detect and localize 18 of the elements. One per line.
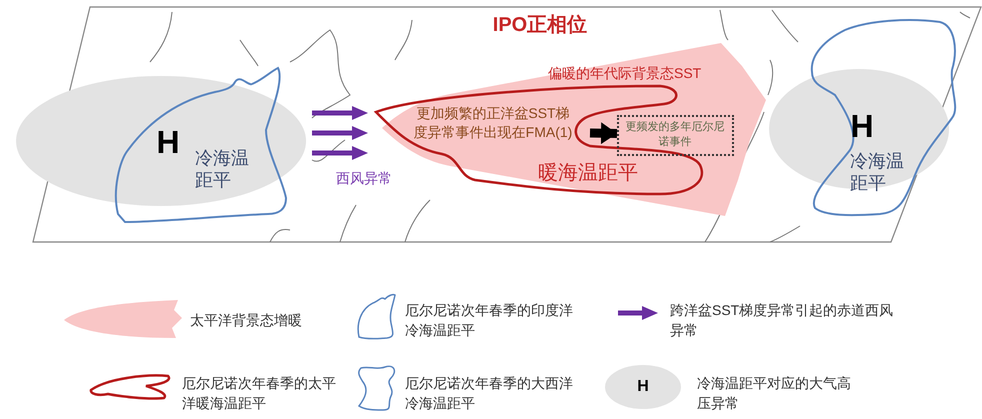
legend-text: 厄尔尼诺次年春季的印度洋冷海温距平	[405, 301, 574, 340]
event-description: 更加频繁的正洋盆SST梯度异常事件出现在FMA(1)	[412, 104, 574, 142]
anomaly-label: 冷海温距平	[850, 150, 905, 194]
high-pressure-letter: H	[849, 107, 875, 146]
anomaly-label: 冷海温距平	[195, 147, 250, 191]
anomaly-label: 暖海温距平	[538, 161, 639, 186]
high-pressure-letter: H	[155, 123, 181, 162]
legend-text: 厄尔尼诺次年春季的太平洋暖海温距平	[182, 374, 337, 413]
diagram-title: IPO正相位	[492, 13, 588, 38]
legend-text: 冷海温距平对应的大气高压异常	[697, 374, 852, 413]
dashed-text-box	[617, 115, 734, 156]
legend-text: 厄尔尼诺次年春季的大西洋冷海温距平	[405, 374, 574, 413]
legend-text: 跨洋盆SST梯度异常引起的赤道西风异常	[670, 301, 894, 340]
wind-label: 西风异常	[336, 169, 393, 188]
area-label: 偏暖的年代际背景态SST	[548, 64, 702, 83]
high-pressure-letter: H	[636, 377, 650, 397]
legend-text: 太平洋背景态增暖	[190, 311, 303, 330]
event-outcome-text: 更频发的多年厄尔尼诺事件	[624, 120, 726, 150]
